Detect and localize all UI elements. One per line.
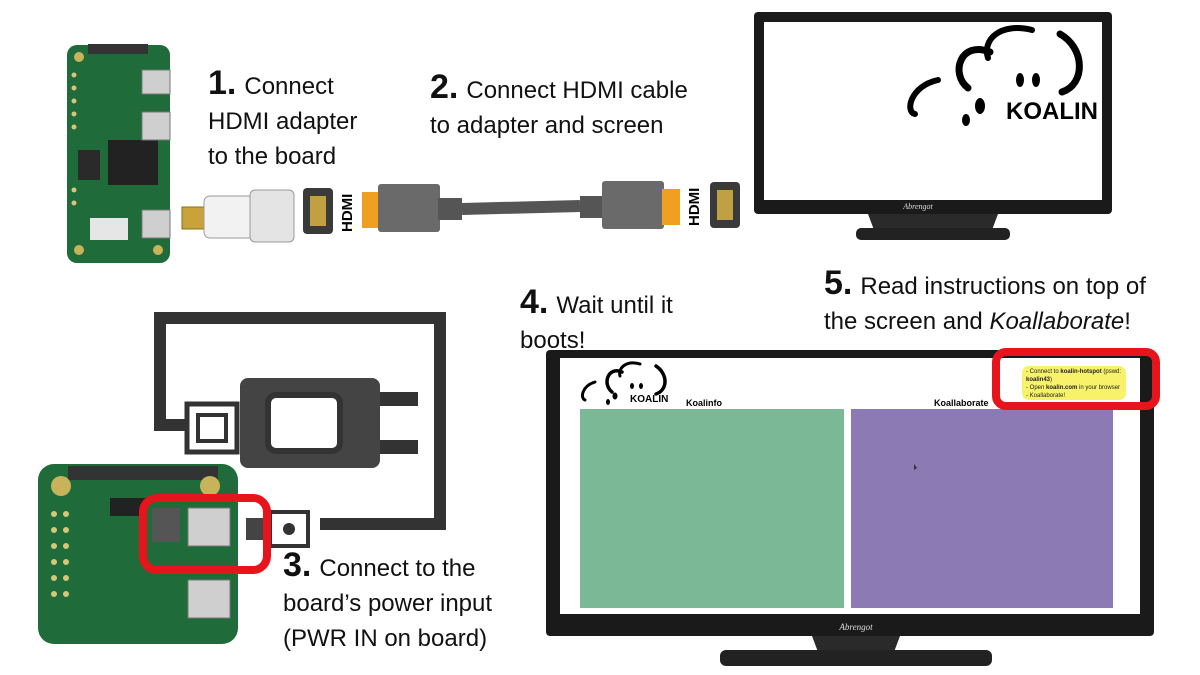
koalin-logo-top	[907, 25, 1083, 126]
raspberry-pi-zero-board-top	[67, 44, 171, 263]
monitor-bottom	[546, 350, 1154, 666]
pwr-in-highlight	[139, 494, 271, 574]
hdmi-port-icon-right	[710, 182, 740, 228]
koalinfo-title: Koalinfo	[686, 398, 722, 408]
hdmi-label-left: HDMI	[339, 194, 356, 232]
hdmi-port-icon-left	[303, 188, 333, 234]
step-5-text: 5.Read instructions on top of the screen…	[824, 264, 1146, 336]
koalin-logo-text-bottom: KOALIN	[630, 394, 668, 405]
step-2-text: 2.Connect HDMI cable to adapter and scre…	[430, 68, 688, 140]
monitor-brand-bottom: Abrengot	[838, 622, 873, 632]
hdmi-label-right: HDMI	[686, 188, 703, 226]
power-supply-cable	[154, 312, 446, 548]
step-1-text: 1.Connect HDMI adapter to the board	[208, 64, 358, 171]
step-3-text: 3.Connect to the board’s power input (PW…	[283, 546, 493, 653]
note-line: - Koallaborate!	[1026, 393, 1066, 399]
koalin-logo-text-top: KOALIN	[1006, 98, 1098, 125]
note-line: koalin43)	[1026, 377, 1053, 383]
koallaborate-panel	[851, 409, 1113, 608]
hdmi-cable	[362, 181, 680, 232]
instructions-note: - Connect to koalin-hotspot (pswd: koali…	[1022, 366, 1126, 400]
koalin-logo-bottom	[581, 361, 667, 405]
monitor-brand-top: Abrengot	[902, 202, 933, 211]
step-4-text: 4.Wait until it boots!	[520, 283, 673, 355]
note-line: - Open koalin.com in your browser	[1026, 385, 1121, 391]
note-line: - Connect to koalin-hotspot (pswd:	[1026, 369, 1122, 375]
raspberry-pi-zero-board-bottom	[38, 464, 238, 644]
mini-hdmi-adapter	[181, 189, 295, 243]
koalinfo-panel	[580, 409, 844, 608]
koallaborate-title: Koallaborate	[934, 398, 989, 408]
instructions-highlight	[992, 348, 1160, 410]
monitor-top	[754, 12, 1112, 240]
